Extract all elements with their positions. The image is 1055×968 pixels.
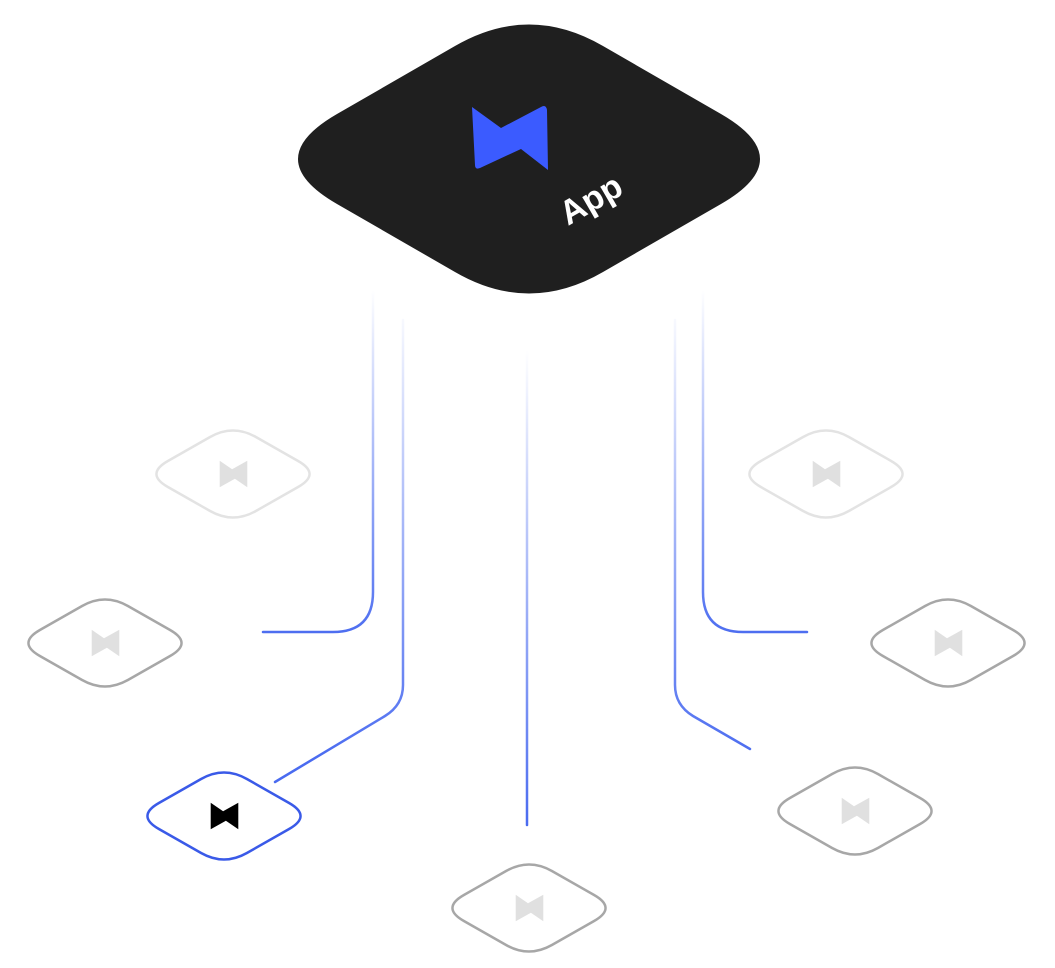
- node-top-right[interactable]: [748, 429, 904, 519]
- bolt-logo-icon: [219, 460, 248, 488]
- node-top-left[interactable]: [155, 429, 311, 519]
- connector-right-inner: [673, 318, 752, 751]
- bolt-logo-icon: [515, 894, 544, 922]
- child-nodes: [27, 429, 1026, 953]
- connector-left-inner: [273, 318, 405, 784]
- connector-left-outer: [261, 288, 375, 634]
- connectors: [261, 288, 809, 827]
- bolt-logo-icon: [210, 802, 239, 830]
- app-tile[interactable]: App: [298, 24, 760, 294]
- node-bottom-right[interactable]: [777, 766, 933, 856]
- bolt-logo-icon: [472, 106, 548, 170]
- bolt-logo-icon: [934, 629, 963, 657]
- node-mid-left[interactable]: [27, 598, 183, 688]
- bolt-logo-icon: [812, 460, 841, 488]
- app-tile-shape: [298, 24, 760, 294]
- bolt-logo-icon: [91, 629, 120, 657]
- bolt-logo-icon: [841, 797, 870, 825]
- node-bottom-left[interactable]: [146, 771, 302, 861]
- connector-right-outer: [701, 288, 809, 634]
- node-bottom-center[interactable]: [451, 863, 607, 953]
- node-mid-right[interactable]: [870, 598, 1026, 688]
